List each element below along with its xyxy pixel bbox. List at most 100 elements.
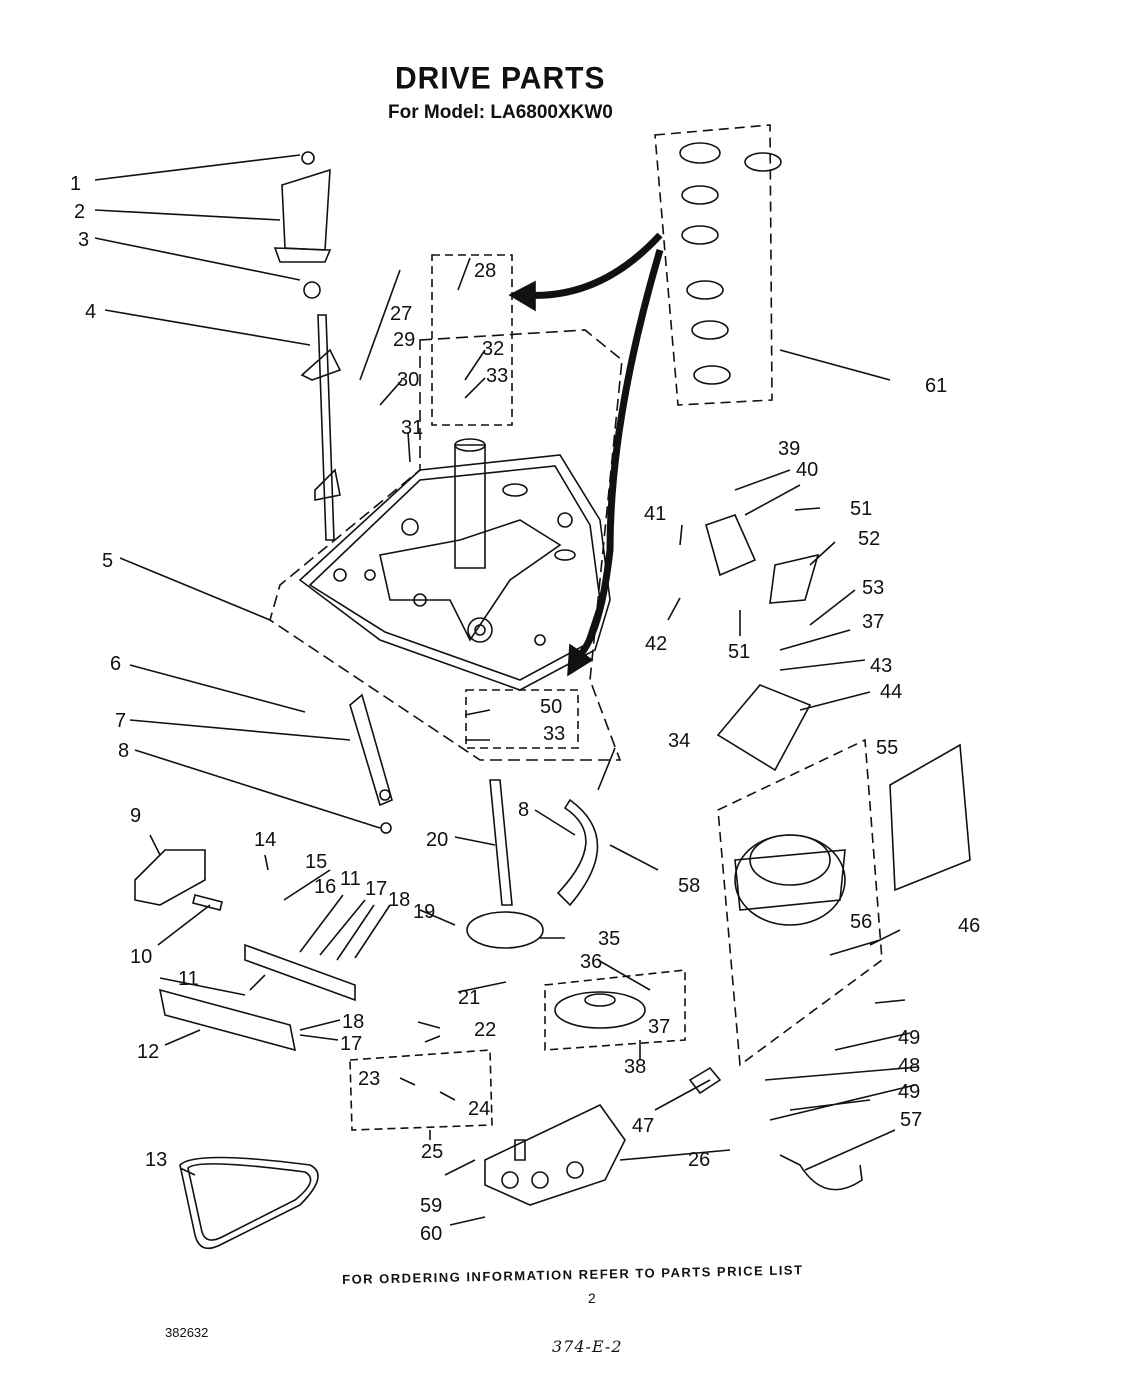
switch-bracket bbox=[134, 849, 206, 906]
callout-9: 9 bbox=[130, 805, 141, 827]
callout-55: 55 bbox=[876, 737, 898, 759]
callout-44: 44 bbox=[880, 681, 902, 703]
callout-11b: 11 bbox=[340, 868, 361, 890]
callout-49b: 49 bbox=[898, 1081, 920, 1103]
callout-26: 26 bbox=[688, 1149, 710, 1171]
callout-47: 47 bbox=[632, 1115, 654, 1137]
clutch-assembly bbox=[466, 911, 544, 949]
diagram-title: DRIVE PARTS bbox=[395, 61, 606, 96]
callout-12: 12 bbox=[137, 1041, 159, 1063]
callout-48: 48 bbox=[898, 1055, 920, 1077]
base-group-outline bbox=[269, 329, 623, 761]
callout-4: 4 bbox=[85, 301, 96, 323]
callout-61: 61 bbox=[925, 375, 947, 397]
callout-35: 35 bbox=[598, 928, 620, 950]
callout-5: 5 bbox=[102, 550, 113, 572]
callout-18a: 18 bbox=[388, 889, 410, 911]
center-tube bbox=[454, 444, 486, 569]
callout-10: 10 bbox=[130, 946, 152, 968]
hose bbox=[556, 798, 599, 907]
callout-15: 15 bbox=[305, 851, 327, 873]
callout-11a: 11 bbox=[178, 968, 199, 990]
callout-1: 1 bbox=[70, 173, 81, 195]
callout-3: 3 bbox=[78, 229, 89, 251]
callout-32: 32 bbox=[482, 338, 504, 360]
motor-group-outline bbox=[717, 738, 883, 1067]
callout-25: 25 bbox=[421, 1141, 443, 1163]
callout-56: 56 bbox=[850, 911, 872, 933]
kit-arrow-top bbox=[524, 232, 663, 299]
callout-37b: 37 bbox=[862, 611, 884, 633]
callout-24: 24 bbox=[468, 1098, 490, 1120]
callout-51a: 51 bbox=[850, 498, 872, 520]
drive-pulley bbox=[554, 991, 646, 1029]
shifter-bracket bbox=[281, 168, 331, 251]
callout-29: 29 bbox=[393, 329, 415, 351]
capacitor bbox=[688, 1066, 722, 1095]
callout-16: 16 bbox=[314, 876, 336, 898]
page-number: 2 bbox=[588, 1290, 596, 1306]
document-number: 382632 bbox=[165, 1325, 209, 1340]
callout-36: 36 bbox=[580, 951, 602, 973]
bushing-group-top-outline bbox=[431, 254, 513, 426]
callout-34: 34 bbox=[668, 730, 690, 752]
actuator-bar bbox=[158, 988, 297, 1052]
callout-43: 43 bbox=[870, 655, 892, 677]
model-subtitle: For Model: LA6800XKW0 bbox=[388, 102, 613, 123]
callout-46: 46 bbox=[958, 915, 980, 937]
callout-6: 6 bbox=[110, 653, 121, 675]
callout-2: 2 bbox=[74, 201, 85, 223]
callout-13: 13 bbox=[145, 1149, 167, 1171]
handwritten-note: 374-E-2 bbox=[552, 1337, 623, 1356]
callout-17b: 17 bbox=[340, 1033, 362, 1055]
callout-14: 14 bbox=[254, 829, 276, 851]
drive-shaft bbox=[489, 779, 513, 906]
callout-52: 52 bbox=[858, 528, 880, 550]
callout-19: 19 bbox=[413, 901, 435, 923]
drive-belt bbox=[179, 1156, 319, 1250]
callout-8: 8 bbox=[118, 740, 129, 762]
base-plate bbox=[298, 454, 611, 691]
motor-shield bbox=[889, 743, 971, 892]
bushing-group-bottom-outline bbox=[465, 689, 579, 749]
motor-bracket bbox=[705, 514, 757, 577]
callout-8b: 8 bbox=[518, 799, 529, 821]
callout-31: 31 bbox=[401, 417, 423, 439]
callout-30: 30 bbox=[397, 369, 419, 391]
callout-20: 20 bbox=[426, 829, 448, 851]
callout-7: 7 bbox=[115, 710, 126, 732]
callout-22: 22 bbox=[474, 1019, 496, 1041]
callout-17a: 17 bbox=[365, 878, 387, 900]
lever-arm bbox=[349, 693, 393, 807]
callout-27: 27 bbox=[390, 303, 412, 325]
callout-42: 42 bbox=[645, 633, 667, 655]
capacitor-clip bbox=[779, 1154, 863, 1191]
callout-58: 58 bbox=[678, 875, 700, 897]
callout-51b: 51 bbox=[728, 641, 750, 663]
shifter-rod bbox=[317, 314, 335, 541]
cam-bar bbox=[244, 943, 356, 1002]
callout-38: 38 bbox=[624, 1056, 646, 1078]
callout-23: 23 bbox=[358, 1068, 380, 1090]
motor-mount-plate bbox=[716, 684, 812, 772]
callout-33b: 33 bbox=[543, 723, 565, 745]
callout-50: 50 bbox=[540, 696, 562, 718]
callout-labels: 1 2 3 4 5 6 7 8 9 10 11 12 13 14 15 16 1… bbox=[70, 173, 980, 1245]
callout-57: 57 bbox=[900, 1109, 922, 1131]
callout-39: 39 bbox=[778, 438, 800, 460]
bracket-cover bbox=[769, 553, 820, 604]
pin-group-outline bbox=[349, 1049, 493, 1131]
callout-40: 40 bbox=[796, 459, 818, 481]
callout-49a: 49 bbox=[898, 1027, 920, 1049]
callout-37a: 37 bbox=[648, 1016, 670, 1038]
callout-53: 53 bbox=[862, 577, 884, 599]
kit-arrow-bottom bbox=[572, 249, 664, 663]
callout-60: 60 bbox=[420, 1223, 442, 1245]
bearing-kit-outline bbox=[654, 124, 773, 406]
callout-33a: 33 bbox=[486, 365, 508, 387]
pulley-group-outline bbox=[544, 969, 686, 1051]
motor bbox=[734, 834, 846, 926]
callout-59: 59 bbox=[420, 1195, 442, 1217]
gear-case bbox=[484, 1103, 626, 1206]
